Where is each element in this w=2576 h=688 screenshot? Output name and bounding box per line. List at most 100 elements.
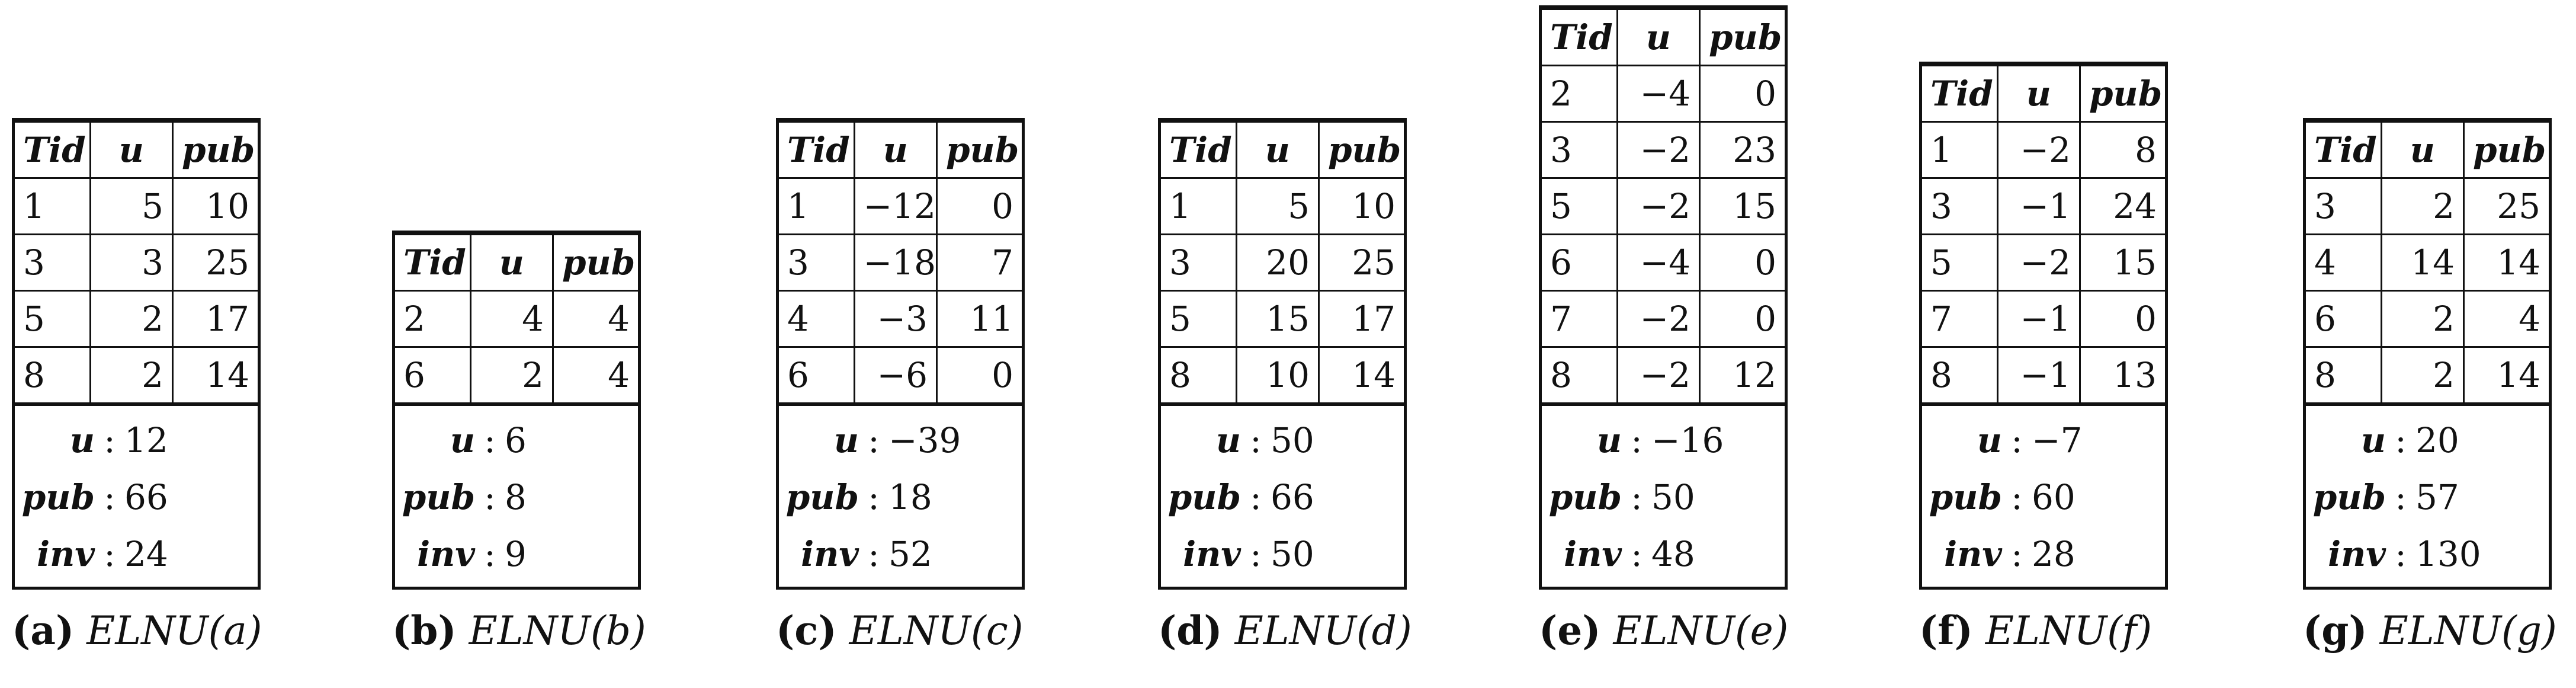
u-cell: 5 xyxy=(1235,177,1320,235)
u-cell: 2 xyxy=(2380,177,2465,235)
column-header-pub: pub xyxy=(2462,121,2549,179)
summary-value: 50 xyxy=(1651,477,1695,517)
caption-letter: (c) xyxy=(776,607,837,654)
summary-key: inv xyxy=(1944,534,2002,574)
summary-row-pub: pub:8 xyxy=(395,469,638,526)
summary-row-u: u:−16 xyxy=(1542,412,1785,469)
summary-row-inv: inv:48 xyxy=(1542,526,1785,583)
tid-cell: 3 xyxy=(1922,177,1998,235)
pub-cell: 13 xyxy=(2078,346,2165,404)
u-cell: 2 xyxy=(469,346,554,404)
summary-key: u xyxy=(1215,420,1241,460)
summary-row-u: u:6 xyxy=(395,412,638,469)
tid-cell: 5 xyxy=(1542,177,1618,235)
column-header-tid: Tid xyxy=(395,233,471,292)
summary-row-inv: inv:9 xyxy=(395,526,638,583)
caption-text: ELNU(c) xyxy=(849,608,1024,654)
column-header-u: u xyxy=(469,233,554,292)
caption-letter: (b) xyxy=(392,607,457,654)
u-cell: −2 xyxy=(1996,233,2081,292)
summary-value: 48 xyxy=(1651,534,1695,574)
summary-key: pub xyxy=(1929,477,2002,517)
tid-cell: 5 xyxy=(1161,290,1237,348)
u-cell: −18 xyxy=(853,233,938,292)
u-cell: −4 xyxy=(1616,65,1701,123)
u-cell: 10 xyxy=(1235,346,1320,404)
summary-key: u xyxy=(833,420,859,460)
summary-row-u: u:12 xyxy=(15,412,258,469)
pub-cell: 0 xyxy=(1698,233,1785,292)
summary-key: pub xyxy=(785,477,859,517)
subfigure-caption: (f) ELNU(f) xyxy=(1919,607,2168,654)
pub-cell: 11 xyxy=(935,290,1022,348)
u-cell: −3 xyxy=(853,290,938,348)
tid-cell: 6 xyxy=(395,346,471,404)
tid-cell: 5 xyxy=(1922,233,1998,292)
caption-letter: (f) xyxy=(1919,607,1973,654)
summary-row-inv: inv:50 xyxy=(1161,526,1404,583)
caption-letter: (a) xyxy=(12,607,75,654)
u-cell: −6 xyxy=(853,346,938,404)
colon-separator: : xyxy=(868,534,880,574)
column-header-pub: pub xyxy=(1698,8,1785,66)
u-cell: −2 xyxy=(1996,121,2081,179)
u-cell: 5 xyxy=(89,177,174,235)
tid-cell: 3 xyxy=(779,233,855,292)
summary-key: pub xyxy=(1167,477,1241,517)
pub-cell: 17 xyxy=(171,290,258,348)
pub-cell: 25 xyxy=(171,233,258,292)
pub-cell: 25 xyxy=(1317,233,1404,292)
colon-separator: : xyxy=(104,534,116,574)
column-header-pub: pub xyxy=(551,233,638,292)
summary-value: 9 xyxy=(505,534,527,574)
summary-value: 50 xyxy=(1271,420,1314,460)
tid-cell: 2 xyxy=(1542,65,1618,123)
u-cell: 15 xyxy=(1235,290,1320,348)
u-cell: 2 xyxy=(2380,346,2465,404)
u-cell: −2 xyxy=(1616,290,1701,348)
summary-row-inv: inv:52 xyxy=(779,526,1022,583)
colon-separator: : xyxy=(104,420,116,460)
tid-cell: 8 xyxy=(2306,346,2382,404)
pub-cell: 17 xyxy=(1317,290,1404,348)
caption-text: ELNU(d) xyxy=(1234,608,1412,654)
summary-row-pub: pub:18 xyxy=(779,469,1022,526)
summary-key: u xyxy=(69,420,95,460)
pub-cell: 4 xyxy=(2462,290,2549,348)
summary-row-u: u:50 xyxy=(1161,412,1404,469)
column-header-tid: Tid xyxy=(1542,8,1618,66)
column-header-u: u xyxy=(2380,121,2465,179)
summary-key: u xyxy=(2360,420,2386,460)
column-header-pub: pub xyxy=(935,121,1022,179)
summary-row-inv: inv:28 xyxy=(1922,526,2165,583)
tid-cell: 3 xyxy=(1161,233,1237,292)
colon-separator: : xyxy=(2395,534,2407,574)
summary-value: 12 xyxy=(124,420,168,460)
colon-separator: : xyxy=(484,477,496,517)
summary-value: 8 xyxy=(505,477,527,517)
